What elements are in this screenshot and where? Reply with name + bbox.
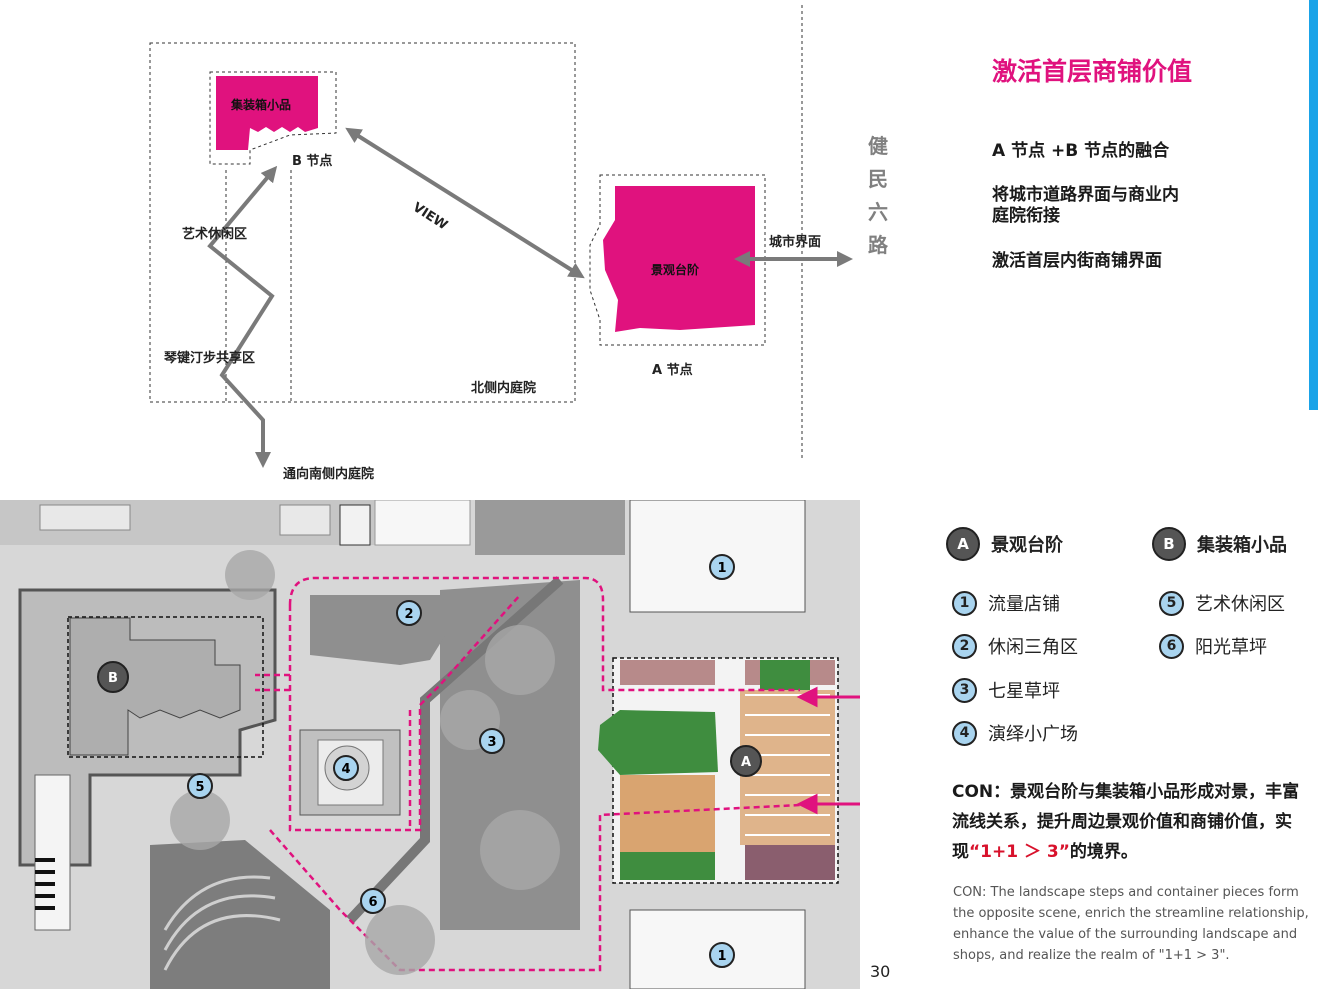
node-a-label: A 节点 (652, 363, 693, 378)
legend-A-label: 景观台阶 (991, 535, 1063, 556)
flow-line-outer (288, 576, 800, 692)
node-b-outline (209, 71, 337, 165)
to-south-label: 通向南侧内庭院 (283, 467, 375, 482)
legend-item-5-label: 艺术休闲区 (1195, 594, 1285, 615)
north-court-label: 北侧内庭院 (471, 381, 537, 396)
marker-B: B (97, 661, 129, 693)
landscape-steps-shape (603, 186, 755, 332)
marker-2: 2 (396, 600, 422, 626)
container-roof (69, 617, 241, 756)
legend-B-label: 集装箱小品 (1197, 535, 1287, 556)
legend-item-2: 2 休闲三角区 (952, 633, 1078, 659)
page-title: 激活首层商铺价值 (992, 57, 1193, 86)
svg-text:1: 1 (717, 949, 726, 964)
conclusion-cn-post: 的境界。 (1069, 842, 1138, 862)
steps-box-label: 景观台阶 (651, 263, 700, 277)
legend-B: B 集装箱小品 (1152, 527, 1287, 561)
plan-markers: 1 2 3 4 5 6 1 A B (97, 554, 762, 968)
point-3: 激活首层内街商铺界面 (992, 251, 1162, 271)
conclusion-cn-quote: “1+1 ＞ 3” (969, 842, 1070, 862)
legend-item-3-label: 七星草坪 (988, 681, 1060, 702)
legend-item-2-badge: 2 (952, 633, 977, 659)
svg-text:3: 3 (487, 735, 496, 750)
svg-text:4: 4 (341, 762, 350, 777)
legend-item-4-badge: 4 (952, 720, 977, 746)
legend-A-badge: A (946, 527, 980, 561)
north-court-outline (149, 42, 576, 403)
legend-A: A 景观台阶 (946, 527, 1063, 561)
svg-text:1: 1 (717, 561, 726, 576)
legend-item-5-badge: 5 (1159, 590, 1184, 616)
svg-text:6: 6 (368, 895, 377, 910)
legend-item-2-label: 休闲三角区 (988, 637, 1078, 658)
marker-6: 6 (360, 888, 386, 914)
concept-diagram (149, 5, 853, 468)
legend-item-4-label: 演绎小广场 (988, 724, 1078, 745)
art-area-label: 艺术休闲区 (182, 227, 248, 242)
flow-line-south (269, 803, 801, 972)
node-b-label: B 节点 (292, 154, 333, 169)
legend-item-4: 4 演绎小广场 (952, 720, 1078, 746)
legend-item-1-label: 流量店铺 (988, 594, 1060, 615)
legend-item-3: 3 七星草坪 (952, 677, 1060, 703)
conclusion-cn-pre: CON：景观台阶与集装箱小品形成对景，丰富流线关系，提升周边景观价值和商铺价值，… (952, 782, 1300, 862)
container-shape (216, 76, 318, 150)
legend-item-6-badge: 6 (1159, 633, 1184, 659)
point-2: 将城市道路界面与商业内庭院衔接 (992, 185, 1179, 226)
legend-item-1: 1 流量店铺 (952, 590, 1060, 616)
marker-3: 3 (479, 728, 505, 754)
legend-item-3-badge: 3 (952, 677, 977, 703)
legend-item-6-label: 阳光草坪 (1195, 637, 1267, 658)
piano-area-label: 琴键汀步共享区 (164, 351, 256, 366)
svg-text:A: A (741, 755, 751, 770)
legend-item-6: 6 阳光草坪 (1159, 633, 1267, 659)
node-a-outline (589, 174, 766, 346)
marker-A: A (730, 745, 762, 777)
page-number: 30 (870, 962, 891, 981)
conclusion-en: CON: The landscape steps and container p… (953, 885, 1309, 963)
marker-5: 5 (187, 773, 213, 799)
city-face-label: 城市界面 (769, 235, 822, 250)
svg-text:5: 5 (195, 780, 204, 795)
conclusion-cn: CON：景观台阶与集装箱小品形成对景，丰富流线关系，提升周边景观价值和商铺价值，… (952, 777, 1314, 867)
legend-item-1-badge: 1 (952, 590, 977, 616)
marker-1-bottom: 1 (709, 942, 735, 968)
legend-item-5: 5 艺术休闲区 (1159, 590, 1285, 616)
marker-4: 4 (333, 755, 359, 781)
svg-text:B: B (108, 671, 118, 686)
svg-text:2: 2 (404, 607, 413, 622)
container-box-label: 集装箱小品 (231, 98, 292, 112)
flow-arrow-zigzag (207, 165, 278, 468)
marker-1-top: 1 (709, 554, 735, 580)
site-plan: 1 2 3 4 5 6 1 A B (0, 500, 860, 989)
point-1: A 节点 +B 节点的融合 (992, 141, 1170, 161)
accent-bar (1309, 0, 1318, 410)
view-arrow (345, 127, 585, 279)
road-name: 健民六路 (868, 134, 888, 257)
legend-B-badge: B (1152, 527, 1186, 561)
